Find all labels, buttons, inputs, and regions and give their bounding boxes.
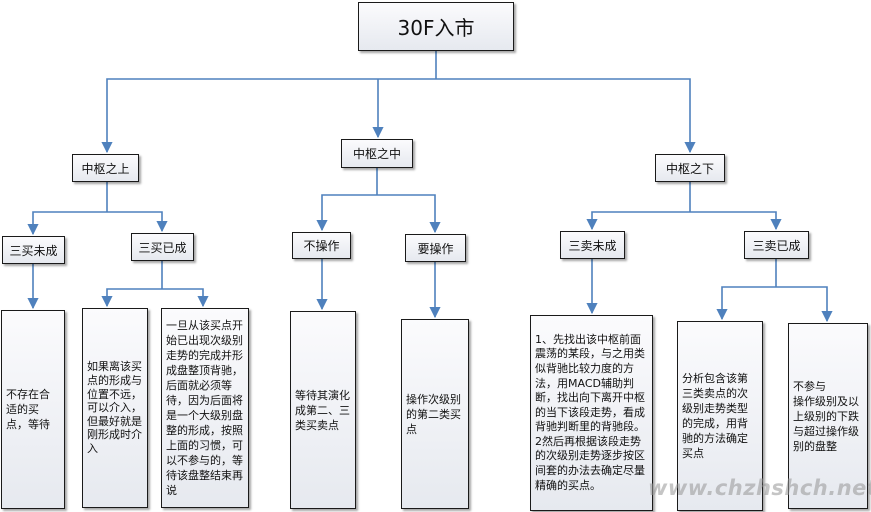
node-buy3-not-formed: 三买未成	[2, 236, 65, 264]
note-trade-second-buy: 操作次级别的第二类买点	[401, 319, 469, 509]
node-middle-hub: 中枢之中	[341, 139, 413, 168]
node-buy3-formed: 三买已成	[131, 233, 194, 261]
note-wait-evolve: 等待其演化成第二、三类买卖点	[290, 311, 356, 509]
node-no-action: 不操作	[292, 232, 351, 259]
note-sell3-steps-text: 1、先找出该中枢前面震荡的某段，与之用类似背驰比较力度的方法，用MACD辅助判断…	[535, 332, 645, 492]
connector-middle-action	[377, 194, 441, 234]
note-analyze-sell3-text: 分析包含该第三类卖点的次级别走势类型的完成，用背驰的方法确定买点	[682, 372, 748, 460]
connector-sell3-formed-note1	[716, 286, 776, 321]
node-below-hub: 中枢之下	[655, 154, 725, 182]
note-no-participate-text: 不参与 操作级别及以上级别的下跌与超过操作级别的盘整	[793, 379, 859, 453]
root-node: 30F入市	[358, 2, 514, 51]
connector-middle-no-action	[316, 194, 377, 232]
node-above-hub: 中枢之上	[72, 154, 139, 182]
connector-above-buy3-not	[27, 211, 107, 236]
note-wait-buy-point: 不存在合适的买点，等待	[1, 310, 65, 509]
node-action: 要操作	[405, 234, 466, 262]
note-sell3-steps: 1、先找出该中枢前面震荡的某段，与之用类似背驰比较力度的方法，用MACD辅助判断…	[530, 315, 653, 511]
node-sell3-not-formed: 三卖未成	[560, 231, 625, 259]
note-wait-evolve-text: 等待其演化成第二、三类买卖点	[295, 388, 350, 432]
connector-below-sell3-formed	[690, 211, 782, 231]
connector-buy3-formed-note2	[162, 288, 209, 308]
note-no-participate: 不参与 操作级别及以上级别的下跌与超过操作级别的盘整	[788, 323, 868, 509]
note-buy-if-close-text: 如果离该买点的形成与位置不远，可以介入，但最好就是刚形成时介入	[87, 360, 142, 455]
connector-above-buy3-formed	[107, 211, 168, 233]
watermark: www.chzhshch.net	[648, 476, 871, 500]
connector-sell3-formed-note2	[776, 286, 833, 323]
connector-root-above	[101, 78, 436, 154]
note-wait-buy-point-text: 不存在合适的买点，等待	[6, 388, 50, 431]
connector-buy3-formed-note1	[101, 288, 162, 308]
connector-below-sell3-not	[586, 211, 690, 231]
note-buy-if-close: 如果离该买点的形成与位置不远，可以介入，但最好就是刚形成时介入	[82, 308, 148, 508]
connector-root-below	[436, 78, 696, 154]
note-analyze-sell3: 分析包含该第三类卖点的次级别走势类型的完成，用背驰的方法确定买点	[677, 321, 763, 511]
note-trade-second-buy-text: 操作次级别的第二类买点	[406, 392, 461, 436]
note-once-buy-point: 一旦从该买点开始已出现次级别走势的完成并形成盘整顶背驰，后面就必须等待，因为后面…	[161, 308, 249, 508]
node-sell3-formed: 三卖已成	[744, 231, 809, 259]
note-once-buy-point-text: 一旦从该买点开始已出现次级别走势的完成并形成盘整顶背驰，后面就必须等待，因为后面…	[166, 319, 243, 497]
